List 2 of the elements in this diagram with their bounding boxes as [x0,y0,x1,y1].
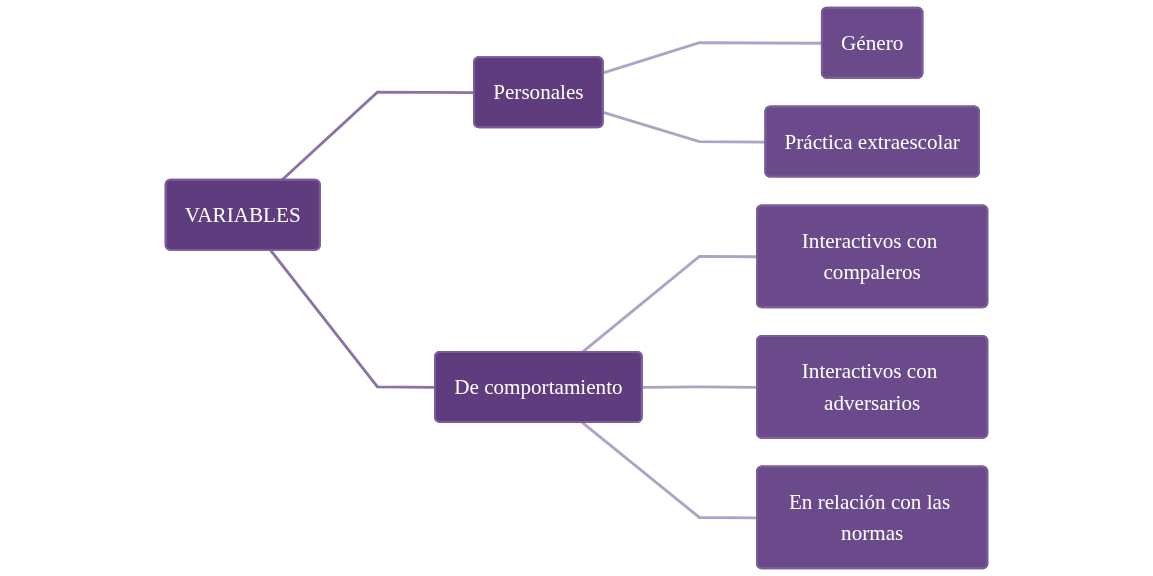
connector [602,111,766,144]
connector [269,249,436,389]
